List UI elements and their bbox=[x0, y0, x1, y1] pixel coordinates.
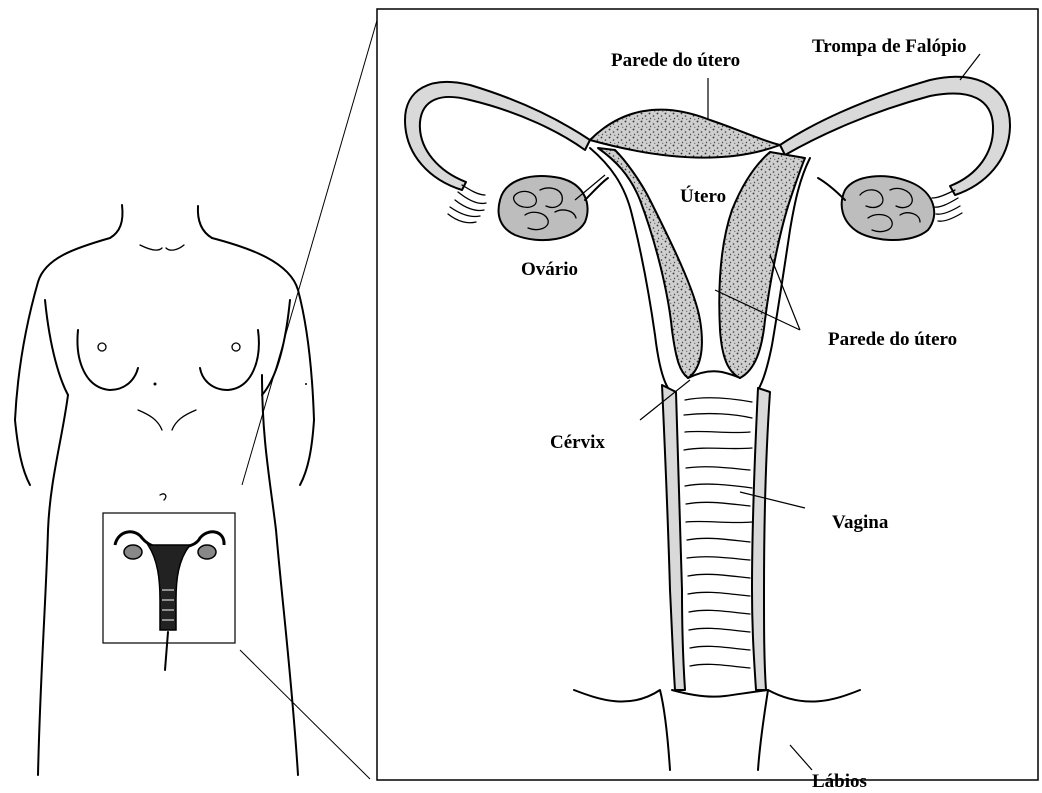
label-labia: Lábios bbox=[812, 771, 867, 792]
label-uterus: Útero bbox=[680, 185, 726, 207]
label-ovary: Ovário bbox=[521, 259, 578, 280]
label-cervix: Cérvix bbox=[550, 432, 605, 453]
label-uterine-wall-top: Parede do útero bbox=[611, 50, 740, 71]
zoom-connector bbox=[240, 10, 380, 779]
label-fallopian-tube: Trompa de Falópio bbox=[812, 36, 966, 57]
torso-figure bbox=[15, 205, 314, 775]
label-vagina: Vagina bbox=[832, 512, 889, 533]
label-uterine-wall-side: Parede do útero bbox=[828, 329, 957, 350]
